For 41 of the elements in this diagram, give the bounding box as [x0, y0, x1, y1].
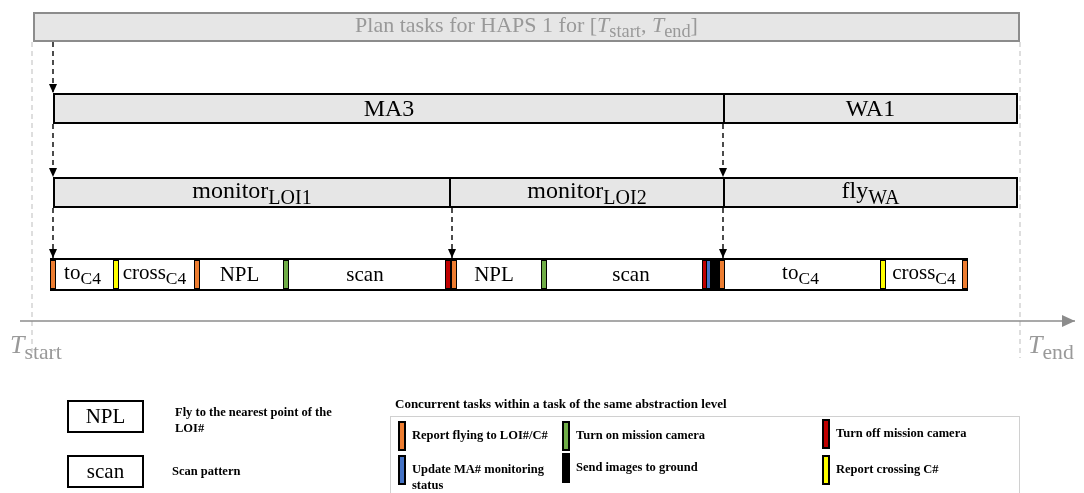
legend-description: Fly to the nearest point of the LOI# [175, 404, 333, 436]
task-bar: monitor$_{LOI2}$ [449, 177, 725, 208]
legend-text: Turn off mission camera [836, 425, 968, 441]
legend-text: Report flying to LOI#/C# [412, 427, 549, 443]
dashed-arrow [49, 207, 57, 259]
legend-box: scan [67, 455, 144, 488]
legend-description: Scan pattern [172, 463, 242, 479]
subtask-box [194, 258, 285, 291]
task-label: cross$_{C4}$ [122, 259, 187, 290]
subtask-box [50, 258, 115, 291]
legend-text: Turn on mission camera [576, 427, 707, 443]
task-label: cross$_{C4}$ [892, 259, 956, 290]
task-bar: MA3 [53, 93, 725, 124]
legend-heading: Concurrent tasks within a task of the same abstraction level [395, 396, 727, 412]
axis-label: T$_{start}$ [10, 330, 62, 366]
legend-text: Update MA# monitoring status [412, 461, 545, 493]
dashed-arrow [448, 207, 456, 259]
task-label: NPL [219, 262, 260, 287]
dashed-arrow [719, 123, 727, 178]
subtask-box [541, 258, 721, 291]
task-bar: fly$_{WA}$ [723, 177, 1018, 208]
subtask-box [719, 258, 882, 291]
legend-text: Send images to ground [576, 459, 699, 475]
task-label: scan [612, 262, 650, 287]
task-label: NPL [474, 262, 514, 287]
subtask-box [113, 258, 196, 291]
task-label: to$_{C4}$ [782, 259, 819, 290]
task-bar: monitor$_{LOI1}$ [53, 177, 451, 208]
dashed-arrow [49, 41, 57, 94]
plan-bar: Plan tasks for HAPS 1 for [T$_{start}$, T$_{end}$] [33, 12, 1020, 42]
task-label: scan [346, 262, 384, 287]
dashed-arrow [719, 207, 727, 259]
legend-text: Report crossing C# [836, 461, 940, 477]
axis-label: T$_{end}$ [1028, 330, 1074, 366]
subtask-box [445, 258, 543, 291]
dashed-arrow [49, 123, 57, 178]
task-bar: WA1 [723, 93, 1018, 124]
subtask-box [283, 258, 447, 291]
task-label: to$_{C4}$ [64, 259, 101, 290]
legend-box: NPL [67, 400, 144, 433]
subtask-box [880, 258, 968, 291]
